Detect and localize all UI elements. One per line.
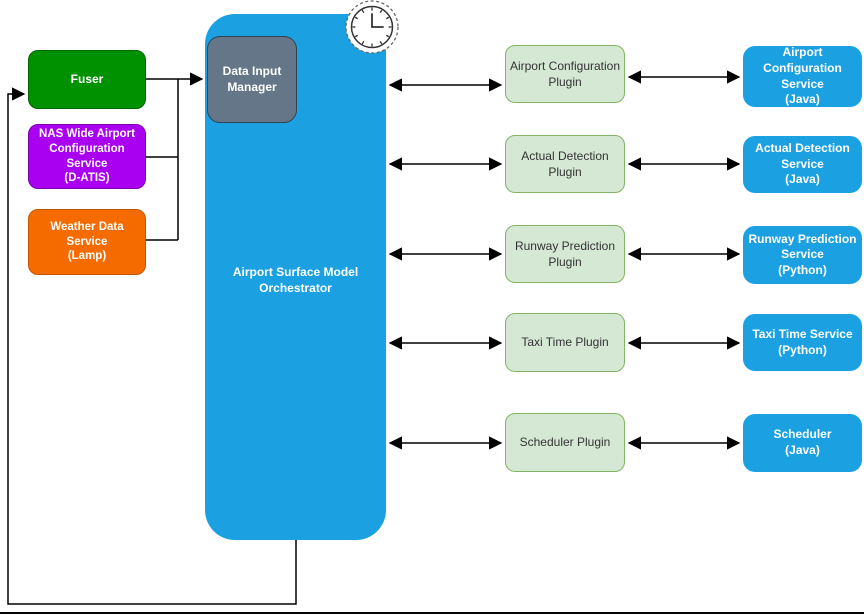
source-box-weather-data-service: Weather Data Service (Lamp) — [28, 209, 146, 275]
service-label: Runway Prediction Service (Python) — [748, 231, 857, 277]
nas-label: NAS Wide Airport Configuration Service (… — [39, 127, 135, 185]
fuser-label: Fuser — [70, 71, 104, 86]
source-box-fuser: Fuser — [28, 50, 146, 109]
service-box-taxi-time: Taxi Time Service (Python) — [743, 314, 862, 371]
weather-label: Weather Data Service (Lamp) — [50, 220, 124, 263]
data-input-manager-box: Data Input Manager — [207, 36, 297, 123]
plugin-box-taxi-time: Taxi Time Plugin — [505, 313, 625, 372]
plugin-label: Taxi Time Plugin — [521, 335, 609, 350]
service-box-runway-prediction: Runway Prediction Service (Python) — [743, 226, 862, 284]
service-label: Airport Configuration Service (Java) — [763, 45, 842, 107]
service-label: Taxi Time Service (Python) — [752, 326, 853, 357]
service-box-actual-detection: Actual Detection Service (Java) — [743, 136, 862, 193]
plugin-box-runway-prediction: Runway Prediction Plugin — [505, 225, 625, 283]
orchestrator-label: Airport Surface Model Orchestrator — [232, 265, 359, 296]
service-label: Actual Detection Service (Java) — [755, 141, 850, 187]
plugin-box-scheduler: Scheduler Plugin — [505, 413, 625, 472]
source-box-nas-wide-airport-configuration-service: NAS Wide Airport Configuration Service (… — [28, 124, 146, 189]
plugin-box-actual-detection: Actual Detection Plugin — [505, 135, 625, 193]
service-box-scheduler: Scheduler (Java) — [743, 414, 862, 472]
plugin-label: Runway Prediction Plugin — [514, 238, 616, 269]
service-label: Scheduler (Java) — [773, 427, 832, 457]
data-input-manager-label: Data Input Manager — [222, 63, 282, 94]
plugin-label: Actual Detection Plugin — [521, 148, 609, 179]
plugin-box-airport-configuration: Airport Configuration Plugin — [505, 45, 625, 103]
plugin-label: Scheduler Plugin — [519, 435, 611, 450]
service-box-airport-configuration: Airport Configuration Service (Java) — [743, 45, 862, 107]
plugin-label: Airport Configuration Plugin — [509, 58, 621, 89]
